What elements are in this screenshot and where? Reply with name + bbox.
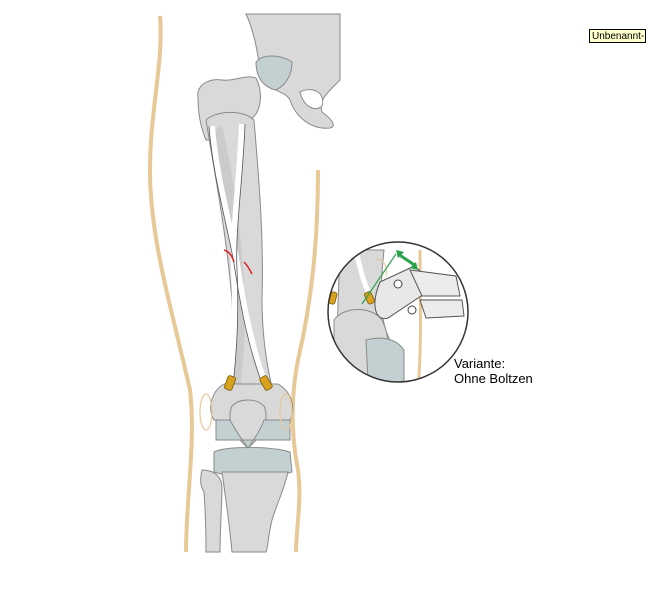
detail-inset [327,241,469,383]
pelvis-cartilage [255,55,293,91]
insertion-guide-line [361,253,397,305]
leg-skin-outline-left [147,15,194,553]
knee-cartilage-upper [215,419,291,449]
tibia [221,471,289,553]
inset-border [327,241,469,383]
plate-hole-2 [407,305,417,315]
elastic-nail-2 [227,123,245,387]
adjustment-arrowhead-b [410,262,418,270]
elastic-nail-1 [209,125,269,388]
fibula [200,469,223,553]
fracture-line-left [223,249,235,263]
adjustment-arrow [397,252,417,268]
inset-cartilage [365,337,405,382]
adjustment-arrowhead-a [396,250,404,258]
plate-hole-1 [393,279,403,289]
inset-skin [416,249,422,382]
knee-skin-right [279,393,293,431]
nail-end-cap-left [224,375,236,391]
elastic-nail-2-outline [232,123,246,387]
leg-skin-outline-right [290,169,320,553]
elastic-nail-1-outline [208,125,264,387]
fracture-line-right [243,261,253,275]
plate-rail-lower [419,299,465,319]
inset-nail-tip [364,291,375,305]
variant-caption: Variante: Ohne Boltzen [454,356,533,386]
knee-skin-left [199,393,213,431]
variant-caption-line1: Variante: [454,356,506,371]
plate-rail-upper [409,269,461,297]
file-name-tag: Unbenannt- [589,29,646,43]
nail-end-cap-right [259,375,273,391]
inset-thread [375,259,387,277]
obturator-foramen [299,89,324,110]
variant-caption-line2: Ohne Boltzen [454,371,533,386]
